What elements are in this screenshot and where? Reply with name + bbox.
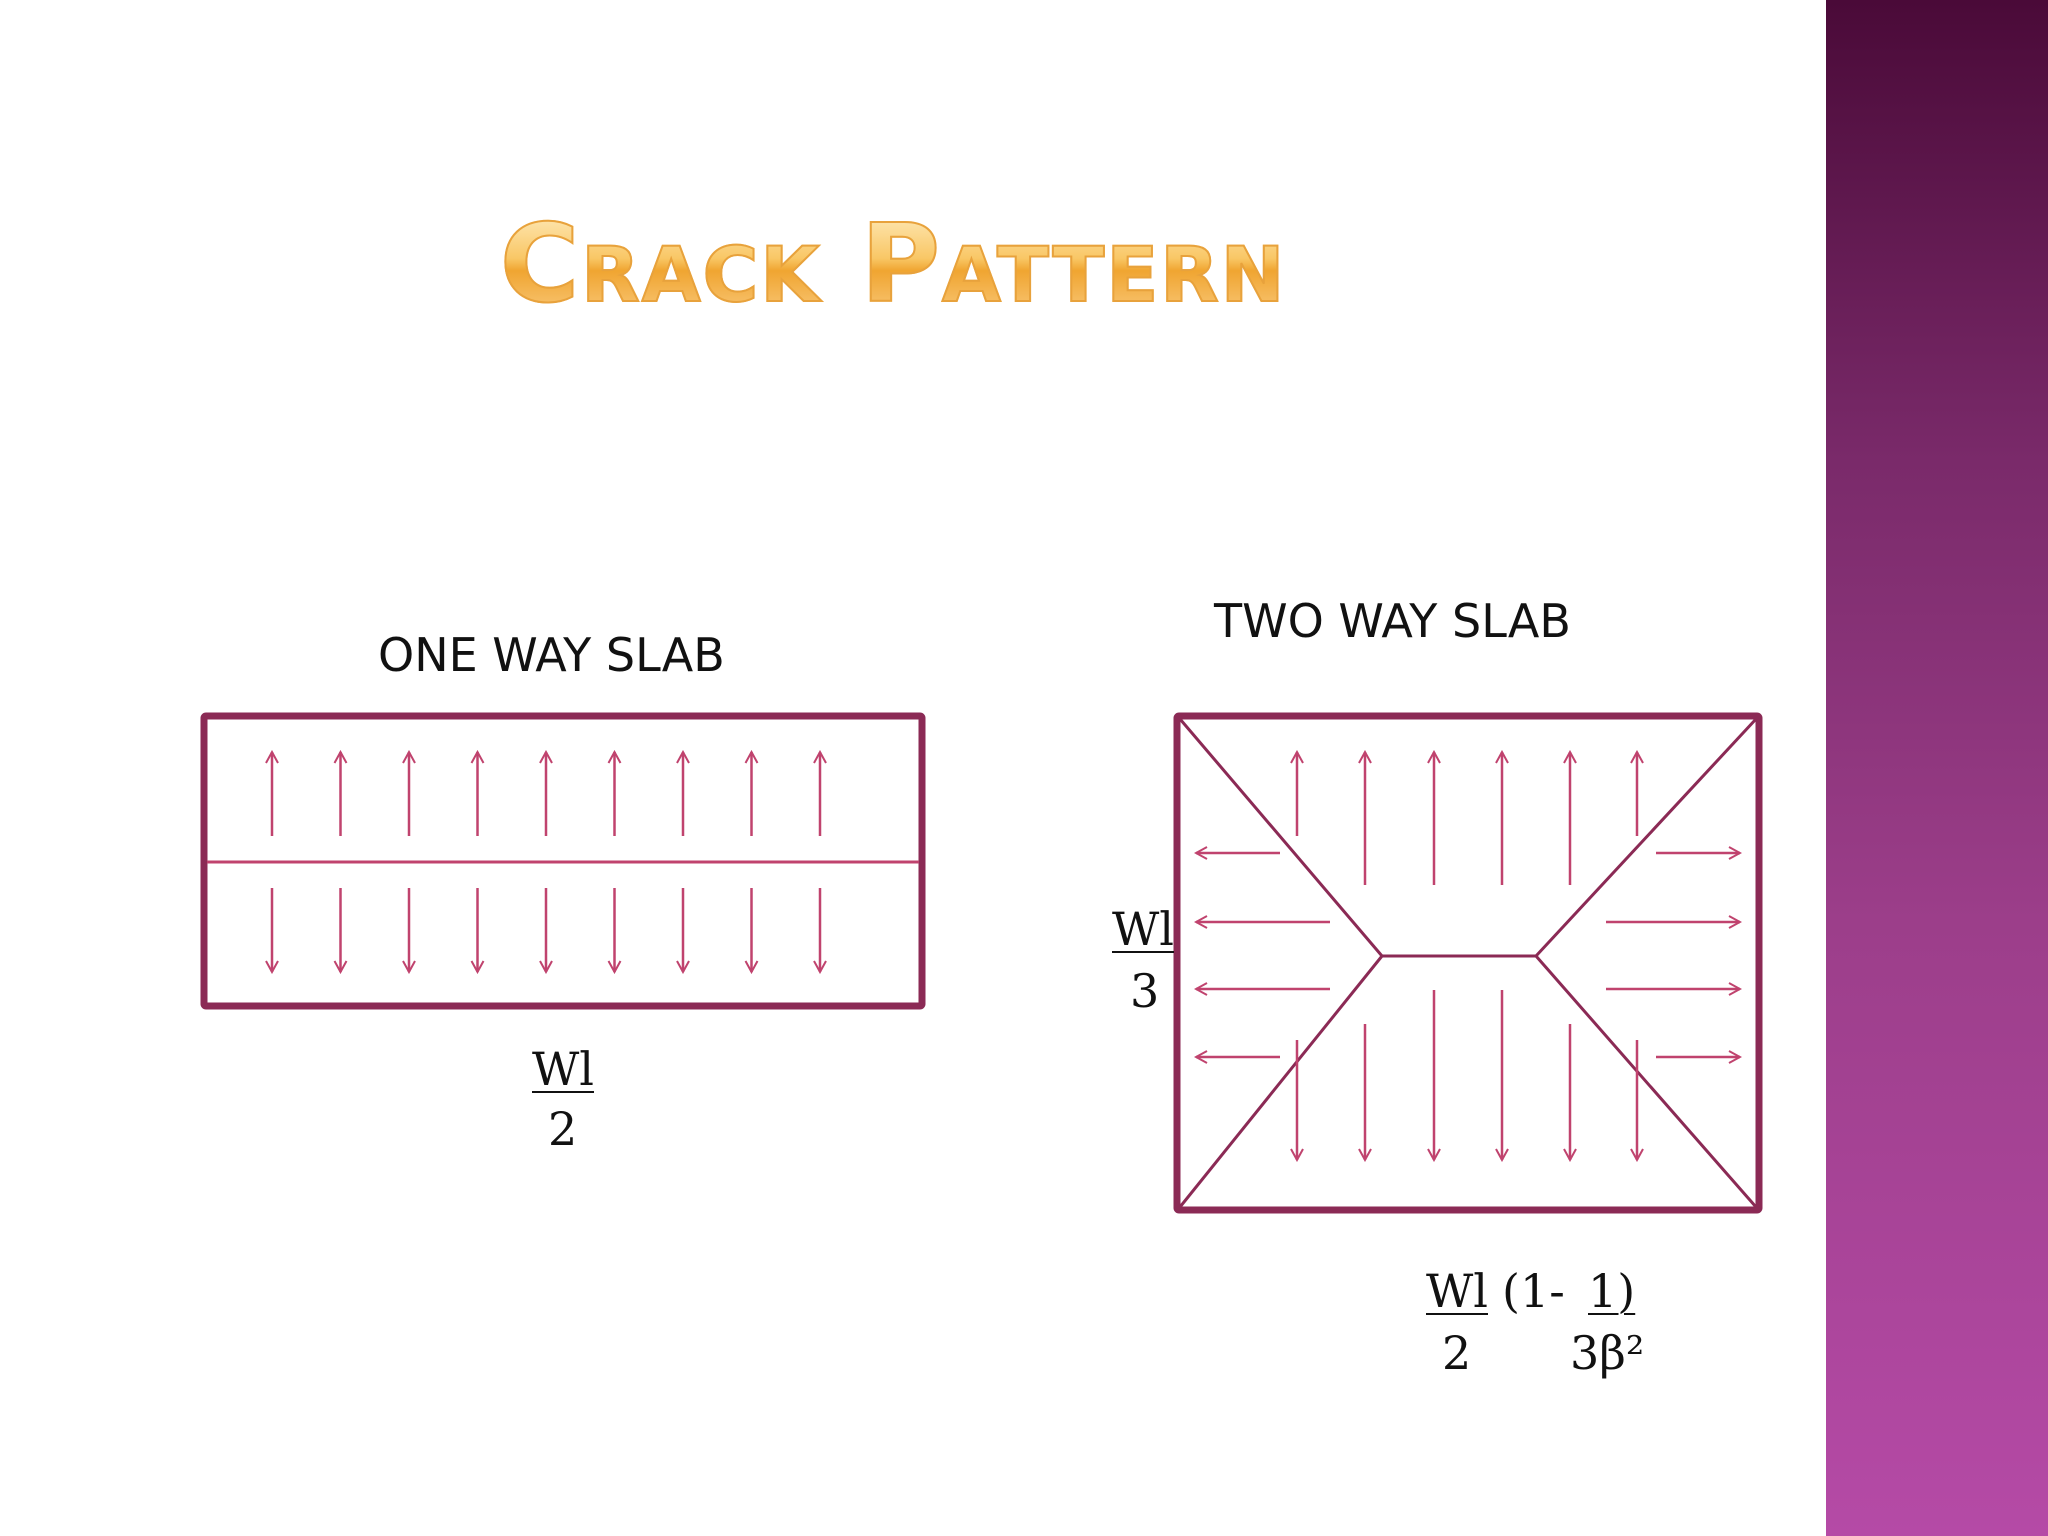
two-way-formula-denominator: 2 [1442,1326,1472,1380]
one-way-slab-outline [200,712,926,1010]
two-way-formula-fraction-denominator: 3β² [1570,1326,1645,1380]
decorative-side-band [1826,0,2048,1536]
one-way-slab-label: ONE WAY SLAB [378,628,725,682]
two-way-side-formula-numerator-text: Wl [1112,902,1174,956]
yield-line-top-right [1534,717,1758,958]
yield-line-bottom-right [1534,955,1758,1208]
two-way-yield-lines [1178,717,1758,1208]
one-way-formula-denominator: 2 [548,1102,578,1156]
two-way-formula-numerator-text: Wl [1426,1264,1488,1318]
two-way-side-formula-numerator: Wl [1112,906,1174,952]
one-way-formula-numerator-text: Wl [532,1042,594,1096]
two-way-slab-label: TWO WAY SLAB [1214,594,1571,648]
two-way-slab-outline [1173,712,1763,1214]
two-way-formula-fraction-numerator: 1) [1588,1268,1635,1314]
one-way-formula-numerator: Wl [532,1046,594,1092]
one-way-load-arrows [272,752,820,972]
two-way-side-formula-denominator: 3 [1130,964,1160,1018]
yield-line-bottom-left [1178,955,1384,1208]
slide-title: Crack Pattern [499,201,1340,328]
two-way-formula-fraction-numerator-text: 1) [1588,1264,1636,1318]
two-way-formula-numerator: Wl [1426,1268,1488,1314]
two-way-formula-paren: (1- [1502,1264,1565,1318]
two-way-load-arrows [1196,752,1740,1160]
yield-line-top-left [1178,718,1384,957]
